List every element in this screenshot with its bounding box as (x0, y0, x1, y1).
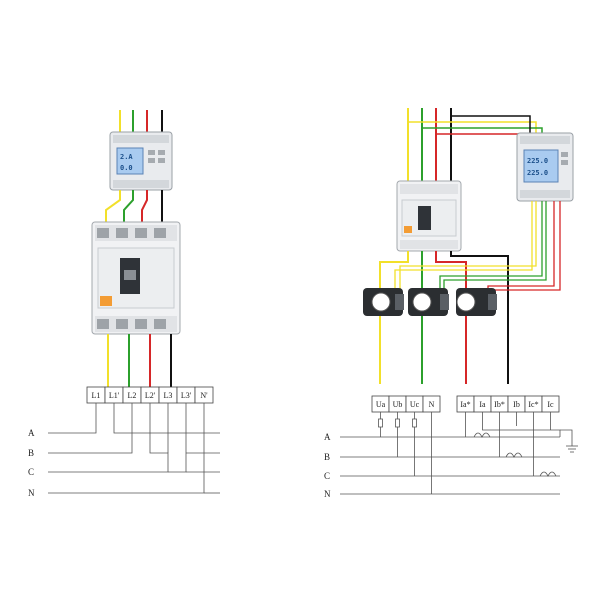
bus-label-b: B (324, 452, 330, 462)
left-output-wires (107, 334, 172, 387)
terminal-label-ib: Ib (513, 400, 520, 409)
terminal-label-l2: L2 (128, 391, 137, 400)
bus-label-a: A (324, 432, 331, 442)
right-terminal-block (371, 395, 560, 413)
terminal-label-l3-prime: L3' (181, 391, 192, 400)
terminal-label-ib-star: Ib* (494, 400, 505, 409)
bus-label-a: A (28, 428, 35, 438)
right-energy-meter: 225.0 225.0 (516, 132, 574, 202)
meter-screen (523, 149, 559, 183)
terminal-label-ub: Ub (393, 400, 403, 409)
warning-label-icon (100, 296, 112, 306)
current-transformer-c (456, 288, 497, 316)
terminal-label-ua: Ua (376, 400, 386, 409)
right-wiring-diagram: 225.0 225.0 (324, 108, 578, 499)
right-schematic-lines (340, 412, 578, 495)
right-circuit-breaker (396, 180, 462, 252)
left-schematic-lines (48, 403, 220, 494)
terminal-label-ia: Ia (479, 400, 486, 409)
meter-reading-2: 225.0 (527, 169, 548, 177)
left-energy-meter: 2.A 0.0 (109, 131, 173, 191)
right-input-wires (407, 108, 452, 183)
meter-reading-1: 2.A (120, 153, 133, 161)
terminal-label-l3: L3 (164, 391, 173, 400)
bus-label-b: B (28, 448, 34, 458)
right-voltage-tap-wires (408, 115, 549, 135)
bus-label-c: C (324, 471, 330, 481)
terminal-label-n: N (429, 400, 435, 409)
terminal-label-ic: Ic (547, 400, 554, 409)
left-wiring-diagram: 2.A 0.0 (28, 110, 220, 498)
terminal-label-ic-star: Ic* (528, 400, 538, 409)
left-meter-breaker-wires (105, 190, 163, 225)
right-output-wires (379, 251, 509, 384)
terminal-label-l1-prime: L1' (109, 391, 120, 400)
breaker-handle (418, 206, 431, 230)
bus-label-n: N (324, 489, 331, 499)
meter-screen (116, 147, 144, 175)
bus-label-n: N (28, 488, 35, 498)
terminal-label-ia-star: Ia* (460, 400, 470, 409)
meter-reading-2: 0.0 (120, 164, 133, 172)
current-transformer-b (408, 288, 449, 316)
bus-label-c: C (28, 467, 34, 477)
meter-reading-1: 225.0 (527, 157, 548, 165)
warning-label-icon (404, 226, 412, 233)
terminal-label-l1: L1 (92, 391, 101, 400)
current-transformer-a (363, 288, 404, 316)
left-circuit-breaker (91, 221, 181, 335)
left-terminal-block (86, 386, 214, 404)
terminal-label-uc: Uc (410, 400, 420, 409)
left-input-wires (119, 110, 163, 135)
terminal-label-l2-prime: L2' (145, 391, 156, 400)
terminal-label-n-prime: N' (200, 391, 208, 400)
